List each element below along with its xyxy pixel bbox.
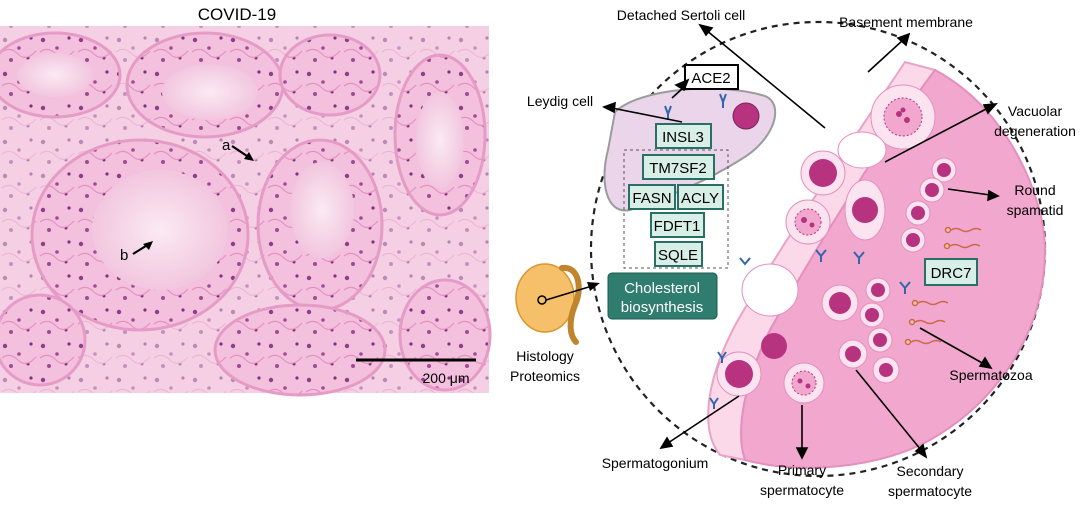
label-round-line2: spamatid bbox=[1007, 202, 1064, 218]
label-primary-line1: Primary bbox=[778, 462, 826, 478]
label-histology-proteomics-line2: Proteomics bbox=[510, 368, 580, 384]
pathway-label-line2: biosynthesis bbox=[621, 299, 704, 316]
fdft1-label: FDFT1 bbox=[654, 218, 701, 235]
insl3-box bbox=[655, 123, 712, 149]
cholesterol-biosynthesis-box bbox=[607, 272, 718, 320]
ace2-box bbox=[684, 64, 739, 90]
marker-a: a bbox=[222, 137, 231, 154]
drc7-box bbox=[924, 258, 978, 286]
scale-bar-label: 200 μm bbox=[423, 370, 470, 386]
cholesterol-enzymes-box bbox=[623, 149, 729, 269]
acly-label: ACLY bbox=[681, 190, 719, 207]
sqle-label: SQLE bbox=[658, 247, 698, 264]
label-secondary-line1: Secondary bbox=[897, 463, 964, 479]
histology-image bbox=[0, 26, 492, 397]
insl3-label: INSL3 bbox=[662, 129, 704, 146]
sqle-box bbox=[654, 241, 703, 267]
label-basement-membrane: Basement membrane bbox=[839, 14, 973, 30]
label-histology-proteomics-line1: Histology bbox=[516, 348, 574, 364]
marker-b-arrowhead bbox=[143, 241, 153, 250]
label-round-line1: Round bbox=[1014, 182, 1055, 198]
receptor-icons bbox=[664, 93, 911, 409]
tm7sf2-label: TM7SF2 bbox=[649, 160, 707, 177]
label-spermatozoa: Spermatozoa bbox=[949, 367, 1032, 383]
label-spermatogonium: Spermatogonium bbox=[602, 455, 709, 471]
fdft1-box bbox=[650, 212, 705, 238]
label-vacuolar-line1: Vacuolar bbox=[1008, 103, 1063, 119]
tm7sf2-box bbox=[642, 154, 715, 180]
acly-box bbox=[677, 184, 724, 210]
label-secondary-line2: spermatocyte bbox=[888, 483, 972, 499]
spermatozoa-cells bbox=[904, 226, 982, 346]
histology-title: COVID-19 bbox=[198, 5, 276, 24]
marker-b: b bbox=[120, 247, 128, 264]
fasn-label: FASN bbox=[632, 190, 671, 207]
label-primary-line2: spermatocyte bbox=[760, 482, 844, 498]
marker-a-arrowhead bbox=[244, 152, 254, 161]
ace2-label: ACE2 bbox=[691, 70, 730, 87]
label-leydig-cell: Leydig cell bbox=[527, 93, 593, 109]
drc7-label: DRC7 bbox=[931, 265, 972, 282]
testis-icon bbox=[515, 263, 600, 345]
pathway-label-line1: Cholesterol bbox=[624, 280, 700, 297]
label-detached-sertoli: Detached Sertoli cell bbox=[617, 7, 745, 23]
fasn-box bbox=[628, 184, 676, 210]
leader-arrows bbox=[601, 23, 1000, 460]
leydig-nucleus bbox=[732, 102, 760, 130]
germ-cells bbox=[716, 84, 957, 404]
label-vacuolar-line2: degeneration bbox=[994, 123, 1076, 139]
